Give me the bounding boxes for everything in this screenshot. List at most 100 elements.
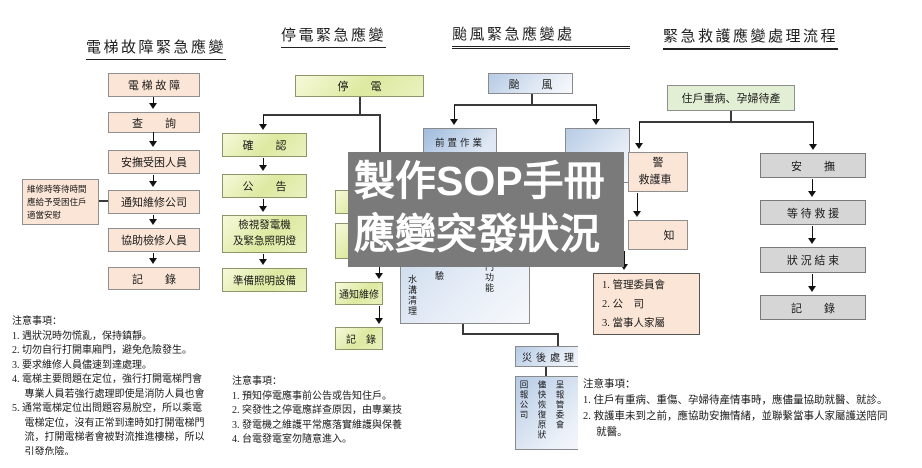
flow-arrow: [149, 175, 158, 187]
flow-step-call-ambulance: 警 救護車: [628, 152, 688, 192]
flow-step-check-generator: 檢視發電機 及緊急照明燈: [222, 215, 307, 253]
note-line: 2. 突發性之停電應詳查原因，由專業技: [232, 405, 402, 416]
notify-list-item: 3. 當事人家屬: [602, 317, 665, 329]
caption-line-1: 製作SOP手冊: [354, 158, 605, 204]
flow-arrow: [808, 226, 817, 244]
caption-line-2: 應變突發狀況: [354, 211, 600, 257]
note-line: 3. 發電機之維護平常應落實維護與保養: [232, 419, 402, 431]
flow-step-line: 救護車: [638, 174, 672, 186]
flow-step-line: 檢視發電機: [238, 220, 291, 231]
flow-step-confirm: 確 認: [222, 133, 307, 157]
flow-step-comfort: 安 撫: [760, 153, 866, 178]
chart-title-power: 停電緊急應變: [281, 24, 387, 48]
side-note-line: 應給予受困住戶: [27, 197, 87, 207]
flow-line: [545, 367, 547, 376]
flow-step-elevator-fault: 電 梯 故 障: [108, 73, 200, 97]
checklist-fragment: 、水溝清理: [407, 264, 417, 317]
flow-line: [730, 111, 732, 122]
flow-step-resident-emergency: 住戶重病、孕婦待產: [667, 85, 795, 111]
flow-arrow: [620, 251, 629, 270]
flow-arrow: [149, 97, 158, 109]
flow-step-post-disaster: 災後處理: [515, 346, 578, 367]
flow-step-power-off: 停 電: [295, 75, 424, 97]
note-line: 5. 通常電梯定位出問題容易脫空，所以乘電: [12, 403, 202, 414]
note-line: 引發危險。: [12, 446, 75, 456]
flow-arrow: [149, 215, 158, 225]
flow-arrow: [808, 179, 817, 197]
post-column: 儘快恢復原狀: [537, 380, 547, 440]
notes-heading: 注意事項：: [12, 316, 62, 327]
flow-arrow: [259, 254, 268, 265]
flow-step-record: 記 錄: [108, 267, 200, 290]
flow-line: [462, 333, 558, 335]
connector-line: [99, 200, 108, 202]
flow-arrow: [450, 105, 459, 125]
flow-arrow: [149, 132, 158, 147]
flow-step-record: 記 錄: [760, 295, 866, 320]
note-line: 就醫。: [583, 427, 628, 438]
note-line: 1. 預知停電應事前公告或告知住戶。: [232, 390, 392, 402]
note-line: 2. 救護車未到之前，應協助安撫情緒，並聯繫當事人家屬護送陪同: [583, 411, 888, 422]
flow-arrow: [149, 253, 158, 264]
notes-heading: 注意事項：: [583, 379, 636, 390]
flow-arrow: [592, 105, 601, 125]
notes-heading: 注意事項：: [232, 376, 282, 387]
flow-arrow: [635, 122, 644, 149]
flow-step-pre-work: 前置作業: [423, 128, 497, 156]
flow-step-prepare-lighting: 準備照明設備: [222, 268, 307, 292]
flow-step-typhoon: 颱 風: [488, 73, 573, 94]
note-line: 4. 電梯主要問題在定位，強行打開電梯門會: [12, 374, 202, 385]
flow-arrow: [808, 274, 817, 292]
power-notes: 注意事項： 1. 預知停電應事前公告或告知住戶。 2. 突發性之停電應詳查原因，…: [232, 375, 424, 455]
note-line: 1. 住戶有重病、重傷、孕婦待產情事時，應儘量協助就醫、就診。: [583, 395, 888, 406]
chart-title-rescue: 緊急救護應變處理流程: [663, 25, 839, 50]
flow-arrow: [375, 306, 384, 324]
flow-step-line: 警: [652, 157, 664, 169]
flow-line: [639, 121, 814, 123]
flow-step-notify-repair: 通知維修公司: [108, 190, 200, 214]
flow-arrow: [259, 158, 268, 171]
note-line: 電梯定位，沒有正常到達時如打開電梯門: [12, 417, 205, 429]
notify-list-item: 1. 管理委員會: [602, 279, 665, 291]
flow-step-record: 記 錄: [335, 327, 383, 350]
post-column: 回報公司: [519, 380, 529, 420]
flow-step-wait-rescue: 等 待 救 援: [760, 200, 866, 225]
notify-list-item: 2. 公 司: [602, 298, 644, 310]
note-line: 流，打開電梯者會被對流推進樓梯，所以: [12, 432, 205, 443]
flow-line: [454, 104, 597, 106]
caption-overlay: 製作SOP手冊 應變突發狀況: [348, 152, 624, 267]
post-disaster-box: [515, 376, 578, 450]
rescue-notes: 注意事項： 1. 住戶有重病、重傷、孕婦待產情事時，應儘量協助就醫、就診。 2.…: [583, 377, 918, 462]
note-line: 3. 要求維修人員儘速到達處理。: [12, 359, 152, 371]
flow-arrow: [809, 122, 818, 150]
flow-line: [359, 97, 361, 115]
flow-step-announce: 公 告: [222, 174, 307, 198]
flow-arrow: [259, 115, 268, 130]
checklist-fragment: 驗: [434, 271, 444, 282]
side-note-box: 維修時等待時間 應給予受困住戶 適當安慰: [22, 179, 99, 225]
elevator-notes: 注意事項： 1. 遇狀況時勿慌亂，保持鎮靜。 2. 切勿自行打開車廂門，避免危險…: [12, 315, 230, 455]
flow-arrow: [375, 259, 384, 279]
flow-line: [531, 94, 533, 105]
chart-title-elevator: 電梯故障緊急應變: [86, 36, 227, 60]
flow-line: [462, 324, 464, 334]
checklist-fragment: 門功能: [484, 262, 494, 294]
post-column: 呈報管委會: [555, 380, 565, 430]
note-line: 4. 台電發電室勿隨意進入。: [232, 434, 352, 445]
note-line: 專業人員若強行處理即使是消防人員也會: [12, 388, 205, 400]
flow-step-notify: 知: [628, 220, 688, 250]
flow-arrow: [633, 193, 642, 217]
note-line: 1. 遇狀況時勿慌亂，保持鎮靜。: [12, 330, 152, 342]
flow-line: [557, 333, 559, 346]
flow-step-comfort-trapped: 安撫受困人員: [108, 150, 200, 174]
side-note-line: 維修時等待時間: [27, 184, 87, 194]
notify-list-box: 1. 管理委員會 2. 公 司 3. 當事人家屬: [593, 273, 700, 335]
flow-step-notify-repair: 通知維修: [335, 282, 383, 305]
flow-step-inquire: 查 詢: [108, 112, 200, 133]
flow-step-line: 及緊急照明燈: [233, 236, 296, 247]
chart-title-typhoon: 颱風緊急應變處: [452, 23, 630, 49]
flow-step-assist-inspect: 協助檢修人員: [108, 228, 200, 252]
flow-arrow: [259, 199, 268, 212]
flow-step-situation-end: 狀 況 結 束: [760, 247, 866, 273]
